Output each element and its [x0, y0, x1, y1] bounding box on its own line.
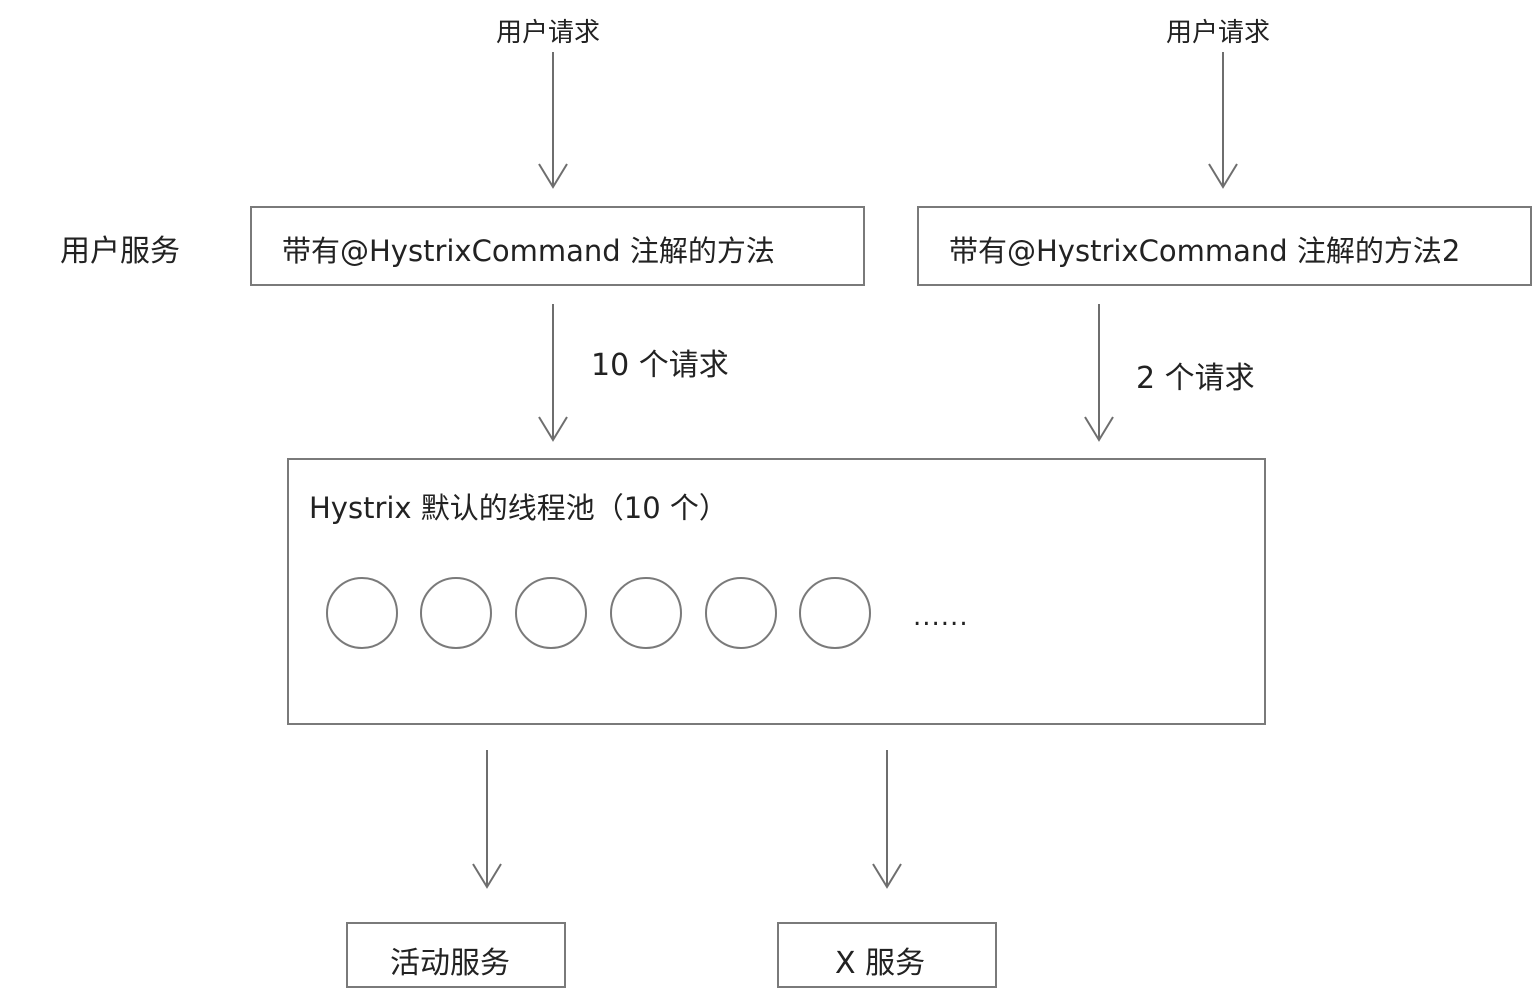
activity-service-label: 活动服务	[390, 946, 510, 981]
user-service-label: 用户服务	[60, 234, 180, 269]
thread-slot-5	[705, 577, 777, 649]
arrowhead-pool-to-x-service	[872, 863, 902, 889]
user-request-label-right: 用户请求	[1166, 18, 1271, 48]
hystrix-method-box-2-text: 带有@HystrixCommand 注解的方法2	[949, 234, 1461, 268]
thread-slot-6	[799, 577, 871, 649]
hystrix-thread-pool-box: Hystrix 默认的线程池（10 个） ......	[287, 458, 1266, 725]
arrowhead-pool-to-activity-service	[472, 863, 502, 889]
arrowhead-request-to-method-2	[1208, 163, 1238, 189]
hystrix-method-box-1-text: 带有@HystrixCommand 注解的方法	[282, 234, 775, 268]
user-request-label-left: 用户请求	[496, 18, 601, 48]
thread-slot-4	[610, 577, 682, 649]
thread-slot-3	[515, 577, 587, 649]
thread-pool-ellipsis: ......	[913, 602, 969, 632]
thread-slot-1	[326, 577, 398, 649]
arrowhead-request-to-method-1	[538, 163, 568, 189]
hystrix-method-box-1: 带有@HystrixCommand 注解的方法	[250, 206, 865, 286]
activity-service-box: 活动服务	[346, 922, 566, 988]
arrow-label-two-requests: 2 个请求	[1136, 361, 1255, 396]
x-service-label: X 服务	[835, 946, 926, 981]
arrow-label-ten-requests: 10 个请求	[591, 348, 729, 383]
hystrix-method-box-2: 带有@HystrixCommand 注解的方法2	[917, 206, 1532, 286]
x-service-box: X 服务	[777, 922, 997, 988]
thread-slot-2	[420, 577, 492, 649]
thread-pool-title: Hystrix 默认的线程池（10 个）	[309, 491, 728, 525]
arrowhead-method-1-to-pool	[538, 416, 568, 442]
arrowhead-method-2-to-pool	[1084, 416, 1114, 442]
